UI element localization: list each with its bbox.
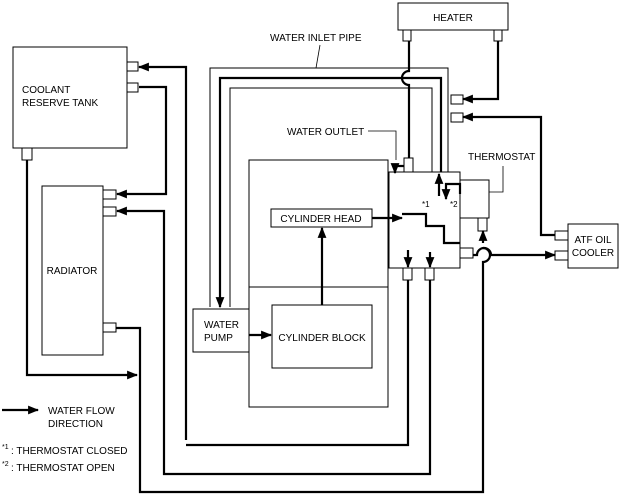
reserve-tank-label-line2: RESERVE TANK [22,98,98,109]
radiator: RADIATOR [41,185,117,356]
marker-2: *2 [450,200,458,209]
water-pump: WATER PUMP [192,308,250,353]
marker-1: *1 [422,200,430,209]
flow-housing-to-radiator [115,206,432,476]
cylinder-block-label: CYLINDER BLOCK [278,333,366,344]
flow-to-reserve-tank-upper [390,163,404,175]
flow-inlet-to-pump [215,76,443,309]
thermostat-label: THERMOSTAT [468,152,535,163]
flow-radiator-return [116,246,492,494]
flow-housing-mid [402,212,460,245]
heater-label: HEATER [433,13,473,24]
legend-flow-label-line2: DIRECTION [48,419,103,430]
reserve-tank-label-line1: COOLANT [22,85,70,96]
heater: HEATER [397,2,509,42]
water-pump-label-line1: WATER [204,320,239,331]
note-1-text: : THERMOSTAT CLOSED [11,446,128,457]
note-2-marker: *2 [2,461,9,468]
flow-atf-return [461,112,555,237]
engine: CYLINDER HEAD CYLINDER BLOCK [248,159,389,408]
flow-outlet-to-heater [400,41,411,158]
note-2-text: : THERMOSTAT OPEN [11,463,115,474]
flow-lines [25,41,557,494]
coolant-reserve-tank: COOLANT RESERVE TANK [12,46,139,161]
flow-reserve-bottom [25,160,139,380]
thermostat-leader [489,166,504,193]
radiator-label: RADIATOR [47,266,98,277]
cylinder-block: CYLINDER BLOCK [271,304,373,369]
cylinder-head: CYLINDER HEAD [270,208,373,228]
atf-cooler-label-line2: COOLER [572,248,614,259]
note-1-marker: *1 [2,444,9,451]
flow-to-reserve-tank-top [137,62,188,440]
legend: WATER FLOW DIRECTION *1 : THERMOSTAT CLO… [2,405,128,474]
legend-flow-label-line1: WATER FLOW [48,406,115,417]
flow-reserve-to-radiator [115,85,168,199]
cylinder-head-label: CYLINDER HEAD [280,214,361,225]
flow-bottom-loop [186,280,410,447]
flow-heater-return [461,41,500,104]
water-inlet-pipe-label: WATER INLET PIPE [270,33,362,44]
atf-cooler-label-line1: ATF OIL [574,235,611,246]
water-inlet-pipe-leader [315,44,321,69]
thermostat: THERMOSTAT [459,152,535,232]
water-inlet-pipe: WATER INLET PIPE [209,33,449,307]
flow-thermostat-internal [441,182,462,201]
water-pump-label-line2: PUMP [204,333,233,344]
atf-oil-cooler: ATF OIL COOLER [554,223,619,269]
water-outlet-callout: WATER OUTLET [287,127,397,160]
water-outlet-label: WATER OUTLET [287,127,364,138]
